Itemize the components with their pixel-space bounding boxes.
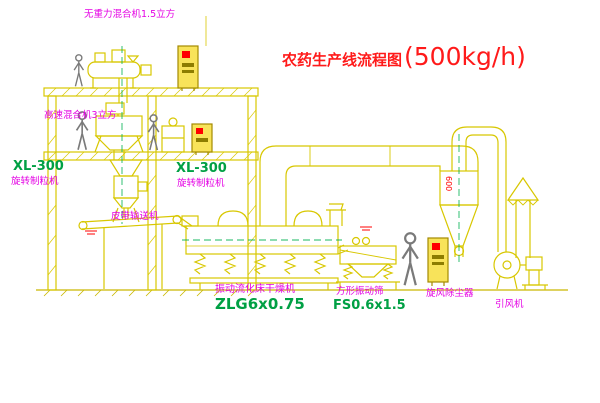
label-belt-conveyor: 皮带输送机 — [111, 211, 159, 222]
label-dryer-name: 振动流化床干燥机 — [215, 284, 295, 295]
centerlines — [121, 46, 460, 262]
building-frame — [43, 16, 259, 291]
label-granulator-left-model: XL-300 — [13, 159, 64, 174]
red-section-marks — [85, 226, 372, 235]
cabinet-button-red — [196, 128, 203, 134]
granulator-upper — [161, 117, 185, 153]
label-high-speed-mixer: 高速混合机3立方 — [44, 110, 117, 121]
operator-figure — [73, 54, 85, 87]
diagram-title: 农药生产线流程图 (500kg/h) — [282, 42, 526, 71]
label-gravity-mixer: 无重力混合机1.5立方 — [84, 9, 176, 20]
cabinet-button-red — [432, 243, 440, 250]
operator-figure — [147, 114, 160, 151]
cabinet-button-red — [182, 51, 190, 58]
title-capacity: (500kg/h) — [404, 42, 526, 71]
operator-figure — [401, 232, 420, 287]
label-granulator-left-name: 旋转制粒机 — [11, 176, 59, 187]
label-granulator-center-model: XL-300 — [176, 161, 227, 176]
label-fan: 引风机 — [495, 299, 524, 310]
belt-conveyor — [78, 214, 193, 289]
vibrating-sieve — [336, 236, 400, 290]
label-sieve-model: FS0.6x1.5 — [333, 298, 406, 313]
label-cyclone: 旋风除尘器 — [426, 288, 474, 299]
ground-line — [36, 289, 568, 297]
high-speed-mixer — [94, 102, 144, 160]
exhaust-duct — [259, 145, 479, 226]
draft-fan — [493, 251, 548, 290]
control-cabinet-3 — [191, 123, 213, 155]
label-cyclone-size: 600 — [444, 176, 453, 192]
control-cabinet-1 — [177, 45, 199, 91]
title-text: 农药生产线流程图 — [282, 51, 403, 69]
fluid-bed-dryer — [181, 203, 349, 290]
gravity-mixer — [87, 49, 152, 103]
exhaust-stack — [506, 176, 540, 258]
label-dryer-model: ZLG6x0.75 — [215, 295, 305, 313]
label-granulator-center-name: 旋转制粒机 — [177, 178, 225, 189]
rotary-granulator — [108, 159, 148, 223]
control-cabinet-2 — [427, 237, 449, 286]
label-sieve-name: 方形振动筛 — [336, 286, 384, 297]
